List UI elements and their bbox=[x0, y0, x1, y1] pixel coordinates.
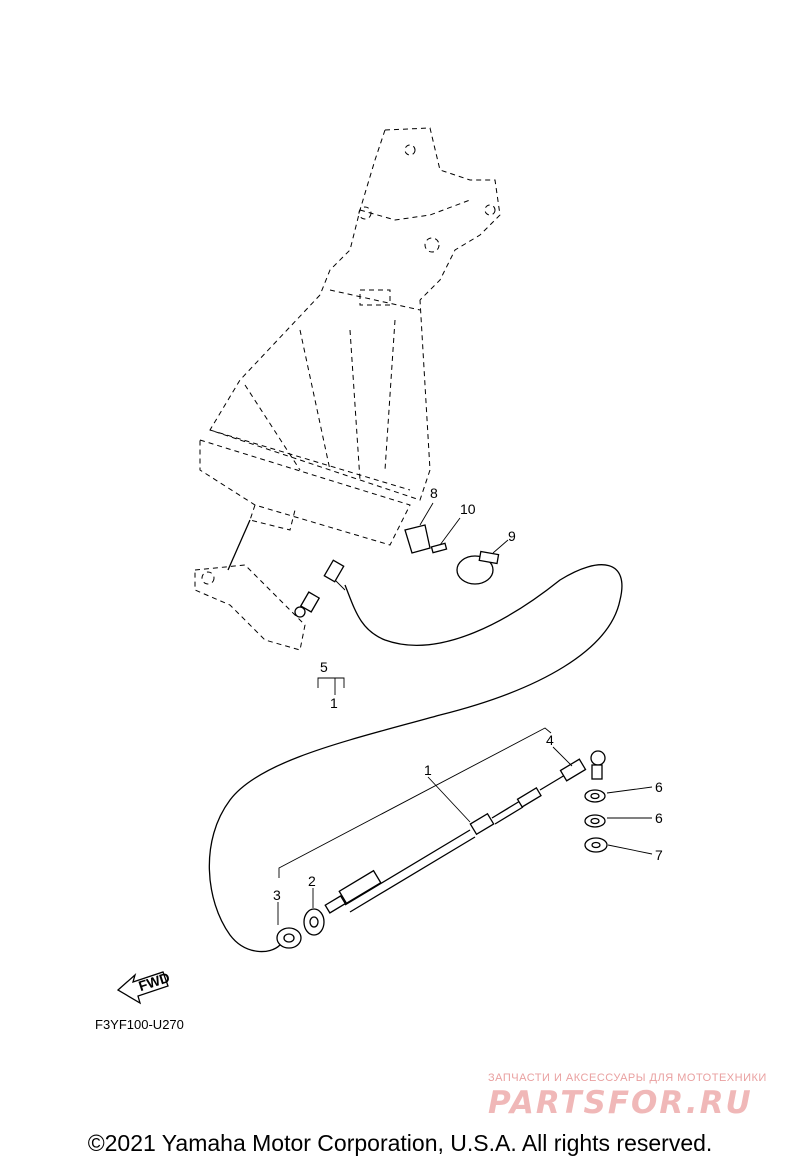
callout-10: 10 bbox=[460, 501, 476, 517]
cable-end-upper bbox=[294, 559, 345, 618]
callout-6b: 6 bbox=[655, 810, 663, 826]
callout-6a: 6 bbox=[655, 779, 663, 795]
callout-5: 5 bbox=[320, 659, 328, 675]
callout-8: 8 bbox=[430, 485, 438, 501]
watermark-logo: PARTSFOR.RU bbox=[488, 1085, 753, 1121]
callout-3: 3 bbox=[273, 887, 281, 903]
throttle-cable bbox=[276, 677, 653, 949]
callout-9: 9 bbox=[508, 528, 516, 544]
frame-assembly bbox=[194, 127, 501, 651]
watermark-tagline: ЗАПЧАСТИ И АКСЕССУАРЫ ДЛЯ МОТОТЕХНИКИ bbox=[488, 1072, 767, 1084]
fwd-arrow-icon: FWD bbox=[116, 969, 172, 1005]
cable-routing bbox=[208, 564, 623, 953]
callout-4: 4 bbox=[546, 732, 554, 748]
callout-7: 7 bbox=[655, 847, 663, 863]
diagram-code: F3YF100-U270 bbox=[95, 1017, 184, 1032]
callout-1-upper: 1 bbox=[330, 695, 338, 711]
callout-1: 1 bbox=[424, 762, 432, 778]
copyright-notice: ©2021 Yamaha Motor Corporation, U.S.A. A… bbox=[87, 1130, 713, 1156]
clip-and-band bbox=[404, 502, 509, 585]
callout-2: 2 bbox=[308, 873, 316, 889]
